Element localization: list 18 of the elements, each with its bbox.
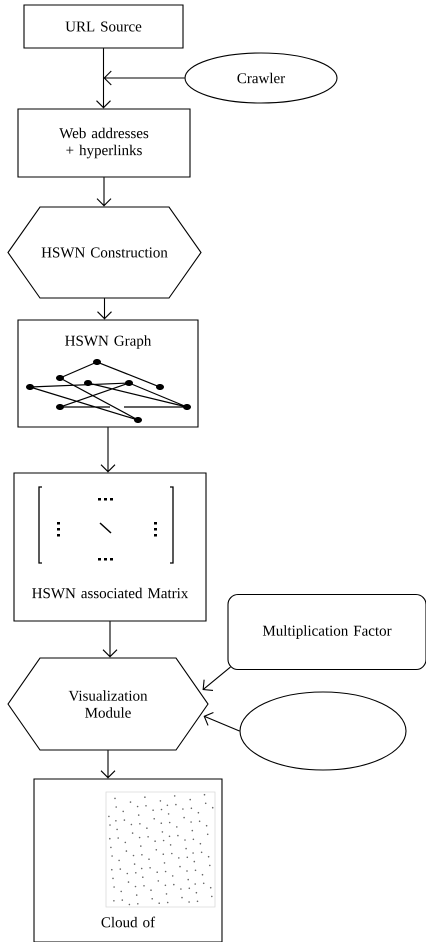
arrow [97,298,112,320]
process-hexagon: Visualization Module [7,657,209,751]
process-box: URL Source [23,4,184,49]
process-box: Web addresses + hyperlinks [17,108,191,178]
ellipse [239,691,407,771]
arrow [204,712,240,732]
input-box: Multiplication Factor [227,594,426,670]
arrow [102,622,118,658]
arrow [96,48,111,108]
matrix-box: HSWN associated Matrix [13,472,207,622]
arrow [202,666,231,692]
process-hexagon: HSWN Construction [7,206,202,299]
arrow [100,428,116,472]
graph-box: HSWN Graph [17,319,199,428]
arrow [96,178,112,206]
arrow [104,70,184,86]
output-box: Cloud of [33,778,223,942]
arrow [100,750,116,778]
